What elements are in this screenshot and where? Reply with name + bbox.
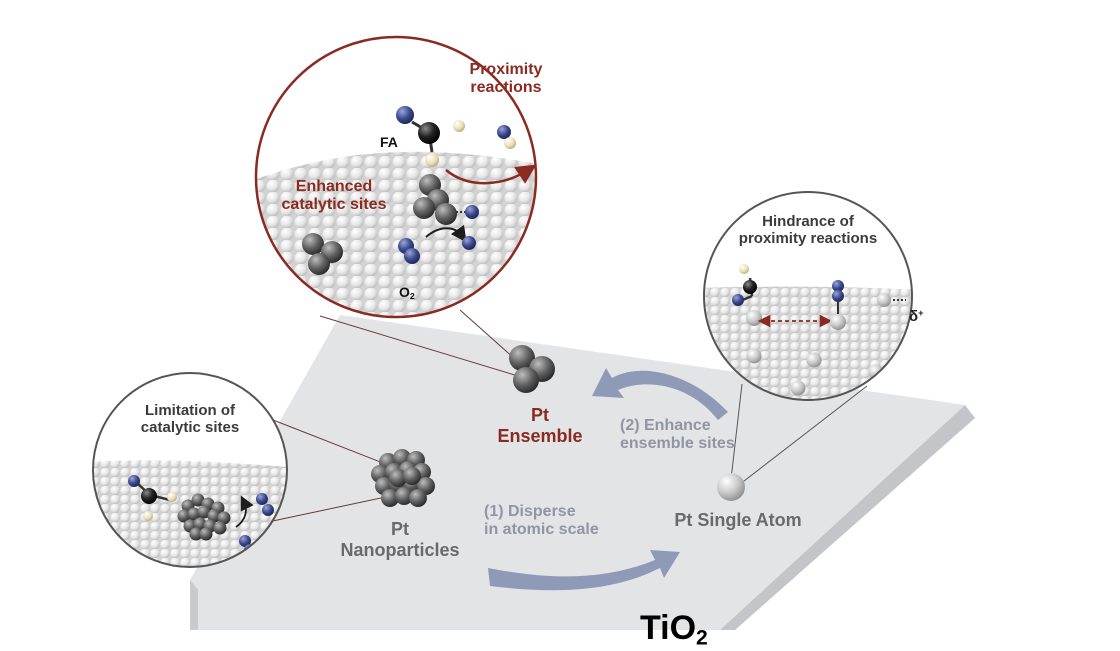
tio2-label-main: TiO — [640, 609, 697, 648]
delta-sup: + — [918, 308, 924, 319]
activation-arrow — [425, 224, 467, 243]
nitrogen-atom — [544, 132, 560, 148]
carbon-atom — [418, 122, 440, 144]
pt-single-atom-site — [806, 352, 822, 368]
proximity-arrow — [445, 164, 536, 185]
nitrogen-atom — [128, 475, 140, 487]
hydrogen-atom — [504, 137, 516, 149]
hindrance-title: Hindrance of proximity reactions — [738, 213, 878, 248]
disperse-arrow — [488, 550, 680, 591]
pt-atom — [395, 487, 413, 505]
nitrogen-atom — [832, 290, 844, 302]
pt-atom — [513, 282, 535, 304]
pt-atom — [302, 233, 324, 255]
hydrogen-atom — [739, 264, 749, 274]
pt-atom — [207, 509, 221, 523]
carbon-atom — [141, 488, 157, 504]
pt-single-atom-site — [746, 310, 762, 326]
delta-plus-label: δ+ — [909, 291, 924, 326]
nitrogen-atom — [465, 205, 479, 219]
hydrogen-atom — [143, 511, 153, 521]
o2-label-sub: 2 — [409, 291, 415, 302]
zoom-circle-single-atom — [703, 191, 913, 401]
pt-atom — [187, 507, 201, 521]
proximity-reactions-title: Proximity reactions — [469, 61, 543, 97]
pt-single-atom — [717, 473, 745, 501]
nitrogen-atom — [239, 535, 251, 547]
blocked-arrow — [235, 495, 254, 528]
nitrogen-atom — [497, 125, 511, 139]
pt-atom — [189, 527, 203, 541]
pt-atom — [308, 253, 330, 275]
pt-ensemble-label: Pt Ensemble — [497, 405, 583, 446]
o2-label-main: O — [399, 284, 410, 301]
delta-label: δ — [909, 308, 919, 326]
limitation-title: Limitation of catalytic sites — [140, 402, 240, 437]
pt-atom — [381, 489, 399, 507]
pt-single-atom-site — [830, 314, 846, 330]
nitrogen-atom — [396, 106, 414, 124]
nitrogen-atom — [462, 236, 476, 250]
pt-atom — [389, 469, 407, 487]
pt-ensemble-cluster — [509, 345, 555, 393]
pt-single-atom-site — [868, 364, 884, 380]
schematic-diagram — [92, 35, 975, 630]
hydrogen-atom — [425, 153, 439, 167]
pt-single-atom-site — [877, 293, 891, 307]
carbon-atom — [743, 280, 757, 294]
pt-atom — [409, 489, 427, 507]
pt-atom — [403, 467, 421, 485]
nitrogen-atom — [534, 140, 536, 156]
fa-label: FA — [380, 134, 398, 150]
pt-atom — [217, 511, 231, 525]
nitrogen-atom — [256, 493, 268, 505]
pt-atom — [177, 509, 191, 523]
pt-nanoparticles-label: Pt Nanoparticles — [340, 519, 460, 560]
pt-atom — [499, 291, 521, 313]
pt-atom — [197, 505, 211, 519]
pt-single-atom-site — [790, 380, 806, 396]
enhanced-catalytic-sites-title: Enhanced catalytic sites — [281, 178, 387, 214]
pt-atom — [435, 203, 457, 225]
pt-nanoparticle — [371, 449, 435, 507]
pt-single-atom-site — [746, 348, 762, 364]
pt-atom — [193, 517, 207, 531]
hydrogen-atom — [453, 120, 465, 132]
nitrogen-atom — [832, 280, 844, 292]
pt-atom — [413, 197, 435, 219]
hydrogen-atom — [167, 492, 177, 502]
nitrogen-atom — [732, 294, 744, 306]
o2-label: O2 — [399, 268, 415, 301]
zoom-circle-ensemble — [254, 35, 560, 319]
pt-atom — [497, 272, 519, 294]
nitrogen-atom — [404, 248, 420, 264]
enhance-arrow — [592, 368, 728, 420]
disperse-step-label: (1) Disperse in atomic scale — [484, 503, 599, 539]
tio2-label: TiO2 — [640, 570, 708, 651]
pt-atom — [199, 527, 213, 541]
enhance-step-label: (2) Enhance ensemble sites — [620, 417, 735, 453]
pt-atom — [213, 521, 227, 535]
nitrogen-atom — [262, 504, 274, 516]
pt-single-atom-label: Pt Single Atom — [674, 510, 802, 530]
pt-atom — [191, 493, 205, 507]
